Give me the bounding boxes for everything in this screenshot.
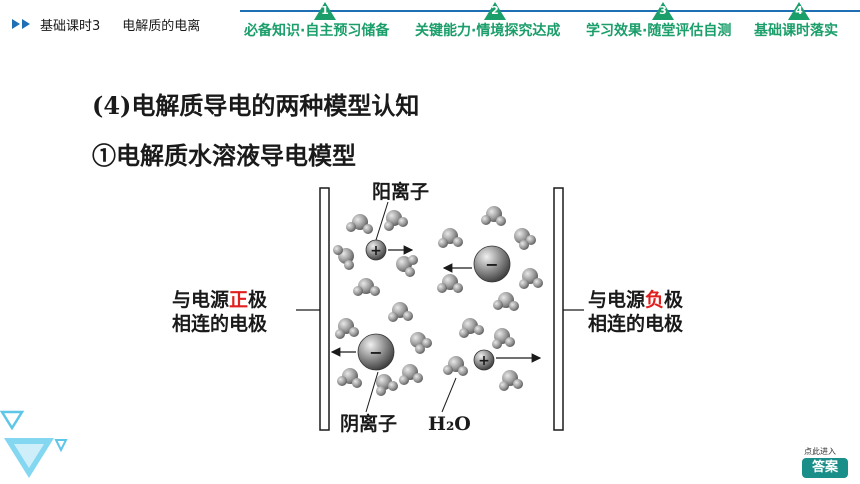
play-icon <box>12 19 20 29</box>
svg-text:+: + <box>370 243 382 259</box>
svg-text:−: − <box>369 343 382 362</box>
anion-particle: − <box>442 245 511 283</box>
cation-particle: + <box>365 239 414 261</box>
negative-electrode <box>553 187 564 431</box>
svg-text:−: − <box>485 255 498 274</box>
nav-divider <box>240 10 860 12</box>
cation-particle: + <box>473 349 542 371</box>
nav-badge-1: 1 <box>314 2 336 20</box>
positive-electrode-label-line2: 相连的电极 <box>172 312 268 335</box>
electrolyte-conduction-diagram: 与电源正极 相连的电极 与电源负极 相连的电极 阳离子 阴离子 H₂O <box>172 180 684 435</box>
negative-electrode-label: 与电源负极 <box>588 288 684 311</box>
play-icon <box>22 19 30 29</box>
nav-item-1[interactable]: 必备知识·自主预习储备 <box>244 23 390 39</box>
breadcrumb-course: 基础课时3 <box>40 18 101 34</box>
negative-electrode-label-line2: 相连的电极 <box>588 312 684 335</box>
section-subheading: ①电解质水溶液导电模型 <box>92 141 356 170</box>
nav-item-2[interactable]: 关键能力·情境探究达成 <box>415 23 561 39</box>
answer-button[interactable]: 点此进入 答案 <box>800 446 852 480</box>
positive-electrode <box>319 187 330 431</box>
anion-particle: − <box>330 333 395 371</box>
nav-badge-4: 4 <box>788 2 810 20</box>
cation-label: 阳离子 <box>372 180 429 203</box>
nav-item-4[interactable]: 基础课时落实 <box>754 23 838 39</box>
anion-label: 阴离子 <box>340 412 397 435</box>
breadcrumb: 基础课时3 电解质的电离 <box>12 14 200 34</box>
nav-item-3[interactable]: 学习效果·随堂评估自测 <box>586 23 732 39</box>
breadcrumb-topic: 电解质的电离 <box>122 18 201 34</box>
svg-text:+: + <box>478 353 490 369</box>
nav-badge-2: 2 <box>484 2 506 20</box>
section-heading: (4)电解质导电的两种模型认知 <box>92 91 420 120</box>
nav-badge-3: 3 <box>652 2 674 20</box>
top-bar: 基础课时3 电解质的电离 必备知识·自主预习储备 1 关键能力·情境探究达成 2… <box>0 0 860 48</box>
positive-electrode-label: 与电源正极 <box>172 288 268 311</box>
answer-label: 答案 <box>802 458 848 478</box>
decorative-triangles <box>0 410 68 478</box>
water-label: H₂O <box>428 413 471 435</box>
water-molecules <box>333 206 543 396</box>
answer-hint: 点此进入 <box>804 447 836 456</box>
